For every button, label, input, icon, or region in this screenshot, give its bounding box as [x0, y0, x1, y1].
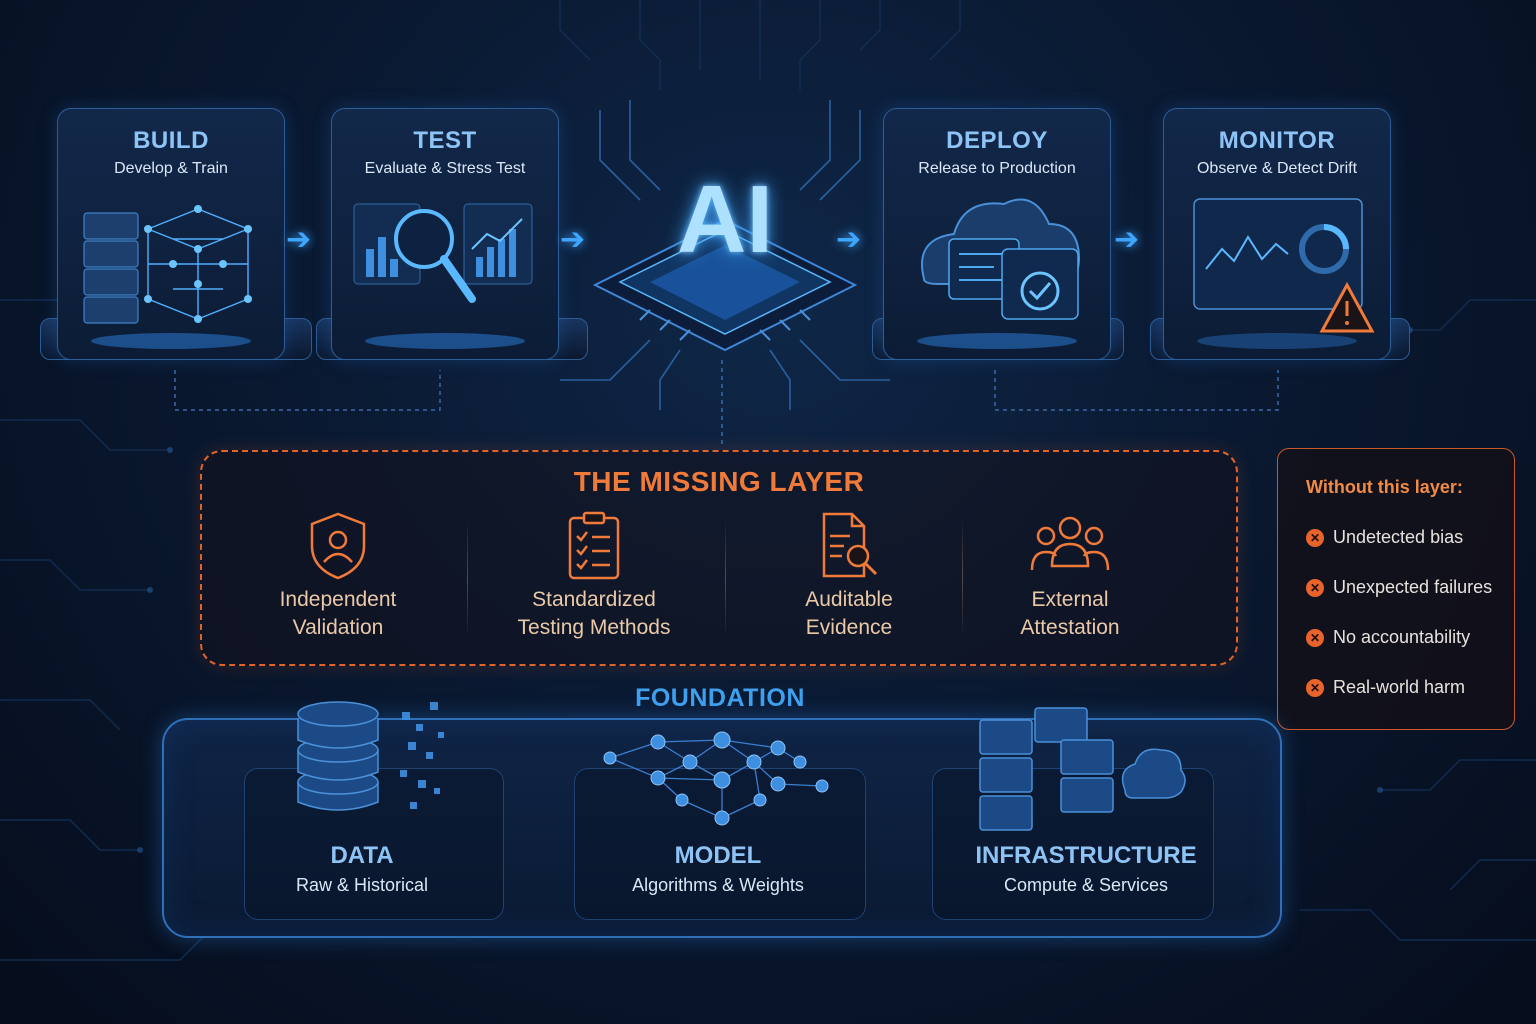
arrow-right-icon: ➔ [1114, 222, 1140, 257]
divider [962, 518, 963, 638]
stage-test: TEST Evaluate & Stress Test [331, 108, 559, 360]
missing-layer-panel: THE MISSING LAYER Independent Validation [200, 450, 1238, 666]
risk-label: Undetected bias [1333, 527, 1464, 547]
missing-item-external-attestation: External Attestation [960, 510, 1180, 650]
x-circle-icon: ✕ [1306, 528, 1324, 547]
x-circle-icon: ✕ [1306, 578, 1324, 597]
risk-label: No accountability [1333, 627, 1471, 647]
stage-deploy: DEPLOY Release to Production [883, 108, 1111, 360]
divider [725, 518, 726, 638]
missing-item-label-line2: Attestation [1020, 616, 1120, 639]
missing-item-label-line2: Validation [292, 616, 384, 639]
risk-item: ✕ Real-world harm [1306, 677, 1465, 698]
foundation-pillar-model [574, 768, 866, 920]
servers-cloud-icon [979, 707, 1186, 831]
stage-monitor: MONITOR Observe & Detect Drift [1163, 108, 1391, 360]
pillar-title: INFRASTRUCTURE [975, 842, 1197, 869]
neural-network-icon [603, 731, 829, 826]
stage-subtitle: Evaluate & Stress Test [364, 160, 526, 177]
group-users-icon [1030, 516, 1110, 571]
x-circle-icon: ✕ [1306, 678, 1324, 697]
missing-layer-title: THE MISSING LAYER [573, 466, 865, 497]
without-layer-panel: Without this layer: ✕ Undetected bias ✕ … [1277, 448, 1515, 730]
missing-item-independent-validation: Independent Validation [228, 510, 448, 650]
arrow-right-icon: ➔ [836, 222, 862, 257]
pillar-subtitle: Compute & Services [1003, 875, 1169, 895]
stage-build: BUILD Develop & Train [57, 108, 285, 360]
x-circle-icon: ✕ [1306, 628, 1324, 647]
cube-network-icon [83, 205, 252, 349]
risk-label: Unexpected failures [1333, 577, 1493, 597]
magnifier-chart-icon [353, 203, 533, 349]
missing-item-label-line1: External [1031, 588, 1109, 611]
missing-item-auditable-evidence: Auditable Evidence [739, 510, 959, 650]
database-icon [297, 701, 444, 811]
missing-item-label-line1: Auditable [805, 588, 893, 611]
shield-user-icon [310, 512, 366, 580]
risk-item: ✕ No accountability [1306, 627, 1470, 648]
stage-title: MONITOR [1218, 127, 1336, 154]
dashboard-warning-icon [1193, 198, 1375, 349]
missing-item-label-line1: Independent [279, 588, 397, 611]
clipboard-checklist-icon [568, 511, 620, 580]
risk-label: Real-world harm [1333, 677, 1466, 697]
pillar-title: DATA [330, 842, 394, 869]
stage-subtitle: Release to Production [918, 160, 1076, 177]
missing-item-standardized-testing: Standardized Testing Methods [484, 510, 704, 650]
risk-item: ✕ Unexpected failures [1306, 577, 1492, 598]
stage-title: BUILD [133, 127, 209, 154]
stage-title: TEST [413, 127, 477, 154]
arrow-right-icon: ➔ [286, 222, 312, 257]
stage-title: DEPLOY [946, 127, 1048, 154]
risk-item: ✕ Undetected bias [1306, 527, 1463, 548]
stage-subtitle: Observe & Detect Drift [1196, 160, 1358, 177]
missing-item-label-line1: Standardized [532, 588, 656, 611]
missing-item-label-line2: Testing Methods [517, 616, 671, 639]
cloud-check-icon [917, 198, 1081, 349]
divider [467, 518, 468, 638]
foundation-title: FOUNDATION [635, 684, 805, 712]
pillar-subtitle: Raw & Historical [295, 875, 429, 895]
document-search-icon [822, 512, 878, 578]
arrow-right-icon: ➔ [560, 222, 586, 257]
pillar-title: MODEL [674, 842, 762, 869]
missing-item-label-line2: Evidence [805, 616, 893, 639]
without-layer-title: Without this layer: [1306, 477, 1463, 497]
stage-subtitle: Develop & Train [114, 160, 228, 177]
ai-core-label: AI [677, 166, 773, 273]
pillar-subtitle: Algorithms & Weights [632, 875, 804, 895]
ai-chip [592, 218, 858, 352]
